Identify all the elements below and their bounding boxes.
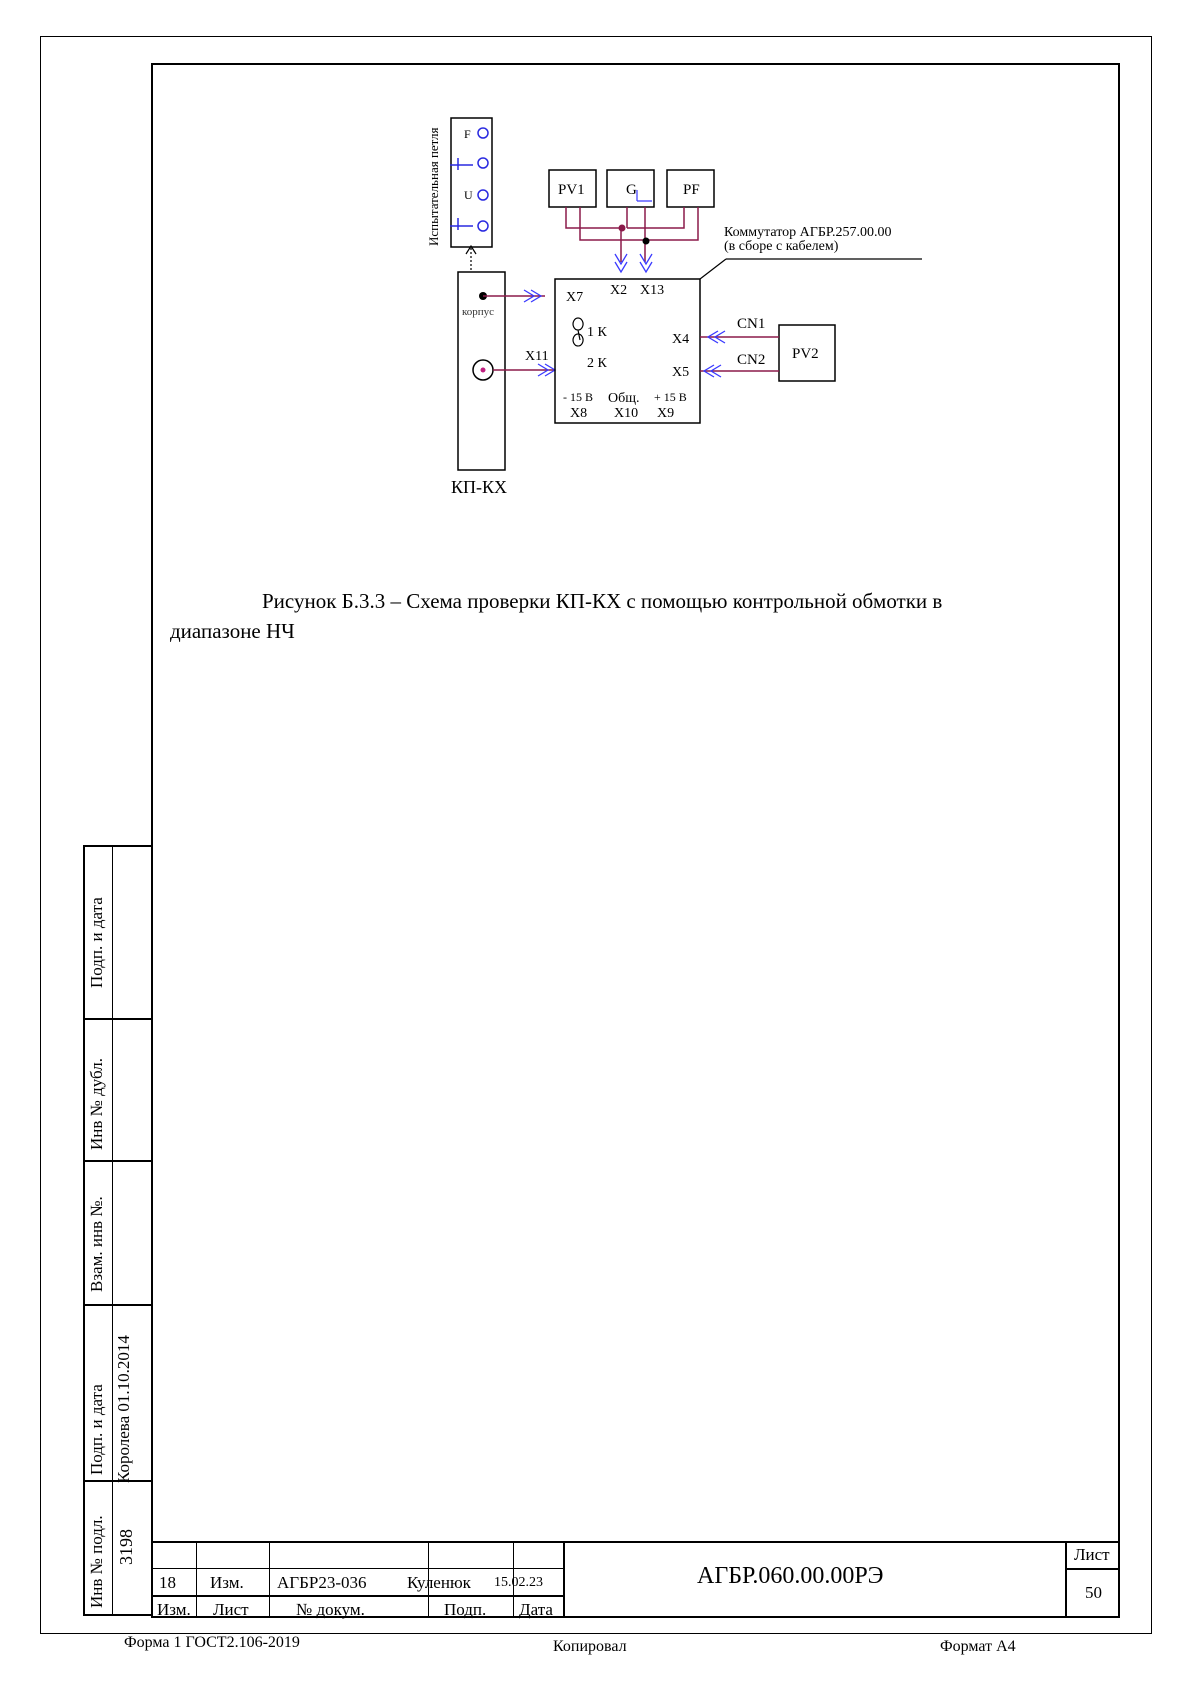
pv1-label: PV1 <box>558 182 585 198</box>
outer-frame <box>40 36 1152 1634</box>
arrow-x7-icon <box>523 289 543 303</box>
g-ground-icon <box>636 190 652 202</box>
kp-kx-box <box>457 271 506 471</box>
wiring-diagram: Испытательная петля F U корпус КП-КХ X11… <box>426 117 922 497</box>
x13-label: X13 <box>640 283 664 298</box>
cn1-label: CN1 <box>737 316 765 332</box>
figure-caption: Рисунок Б.3.3 – Схема проверки КП-КХ с п… <box>170 586 1090 646</box>
x4-label: X4 <box>672 332 689 347</box>
tb-row-doc: АГБР23-036 <box>277 1573 367 1592</box>
pv2-box <box>778 324 836 382</box>
tb-header-izm: Изм. <box>157 1600 191 1619</box>
loop-ground-2-icon <box>450 218 473 230</box>
switch-icon <box>572 317 584 347</box>
commutator-leader <box>699 258 727 280</box>
loop-ground-1-icon <box>450 158 473 170</box>
g-label: G <box>626 182 637 198</box>
g-box <box>606 169 655 208</box>
side-vzam-inv: Взам. инв №. <box>87 1196 106 1292</box>
document-designation: АГБР.060.00.00РЭ <box>697 1563 884 1589</box>
x5-label: X5 <box>672 365 689 380</box>
side-inv-podl-value: 3198 <box>116 1529 136 1565</box>
wire-instruments-e <box>627 207 685 229</box>
x2-label: X2 <box>610 283 627 298</box>
arrow-cn1-icon <box>706 330 726 344</box>
side-cell-inv-podl <box>83 1480 151 1616</box>
tb-row1 <box>151 1568 564 1569</box>
test-loop-label: Испытательная петля <box>426 127 441 246</box>
sheet-number: 50 <box>1085 1583 1102 1602</box>
loop-terminal-2 <box>477 157 489 169</box>
tb-v3 <box>428 1541 429 1618</box>
footer-format: Формат А4 <box>940 1638 1016 1655</box>
loop-terminal-4 <box>477 220 489 232</box>
pf-label: PF <box>683 182 700 198</box>
wire-instruments-f <box>645 207 699 241</box>
plus15-label: + 15 В <box>654 390 687 404</box>
loop-link-arrow-icon <box>465 244 477 255</box>
footer-copied: Копировал <box>553 1638 627 1655</box>
x10-label: X10 <box>614 406 638 421</box>
tb-v1 <box>196 1541 197 1618</box>
x7-label: X7 <box>566 290 583 305</box>
loop-u-terminal <box>477 189 489 201</box>
tb-row-date: 15.02.23 <box>494 1575 543 1590</box>
wire-instruments-a <box>565 207 622 262</box>
pv1-box <box>548 169 597 208</box>
tb-v6 <box>1065 1541 1067 1618</box>
side-inv-podl: Инв № подл. <box>87 1515 106 1608</box>
tb-row-sign: Куленюк <box>407 1573 471 1592</box>
x9-label: X9 <box>657 406 674 421</box>
tb-v2 <box>269 1541 270 1618</box>
commutator-box <box>554 278 701 424</box>
side-inv-dubl: Инв № дубл. <box>87 1057 106 1150</box>
korpus-label: корпус <box>462 306 494 318</box>
device-label: КП-КХ <box>451 477 507 497</box>
footer-form: Форма 1 ГОСТ2.106-2019 <box>124 1634 300 1651</box>
arrow-cn2-icon <box>702 364 722 378</box>
pv2-label: PV2 <box>792 346 819 362</box>
common-label: Общ. <box>608 391 640 406</box>
x11-label: X11 <box>525 349 549 364</box>
wire-instruments-b <box>579 207 646 262</box>
tb-top <box>151 1541 1120 1543</box>
caption-line-2: диапазоне НЧ <box>170 619 295 643</box>
tb-header-data: Дата <box>519 1600 553 1619</box>
tb-header-podp: Подп. <box>444 1600 487 1619</box>
cn2-label: CN2 <box>737 352 765 368</box>
side-podp-data-2: Подп. и дата <box>87 1384 106 1475</box>
loop-f-label: F <box>464 127 471 141</box>
x8-label: X8 <box>570 406 587 421</box>
side-koroleva: Королева 01.10.2014 <box>114 1335 133 1483</box>
commutator-note: (в сборе с кабелем) <box>724 239 839 254</box>
tb-v4 <box>513 1541 514 1618</box>
tb-row2 <box>151 1595 564 1597</box>
kp-connector-pin <box>480 367 486 373</box>
tb-header-list: Лист <box>213 1600 249 1619</box>
tb-sheet-split <box>1065 1568 1120 1570</box>
sheet-label: Лист <box>1074 1545 1110 1564</box>
tb-row-izm: Изм. <box>210 1573 244 1592</box>
loop-f-terminal <box>477 127 489 139</box>
minus15-label: - 15 В <box>563 390 593 404</box>
side-podp-data-1: Подп. и дата <box>87 897 106 988</box>
arrow-x13-icon <box>639 253 653 274</box>
pf-box <box>666 169 715 208</box>
tb-v5 <box>563 1541 565 1618</box>
tb-header-docnum: № докум. <box>296 1600 365 1619</box>
inner-frame <box>151 63 1120 1618</box>
tb-row-num: 18 <box>159 1573 176 1592</box>
commutator-name: Коммутатор АГБР.257.00.00 <box>724 225 891 240</box>
junction-2 <box>642 237 650 245</box>
arrow-x2-icon <box>614 253 628 274</box>
k2-label: 2 К <box>587 356 608 371</box>
k1-label: 1 К <box>587 325 608 340</box>
caption-line-1: Рисунок Б.3.3 – Схема проверки КП-КХ с п… <box>262 589 943 613</box>
side-divider <box>112 845 113 1616</box>
loop-u-label: U <box>464 188 473 202</box>
junction-1 <box>618 224 626 232</box>
